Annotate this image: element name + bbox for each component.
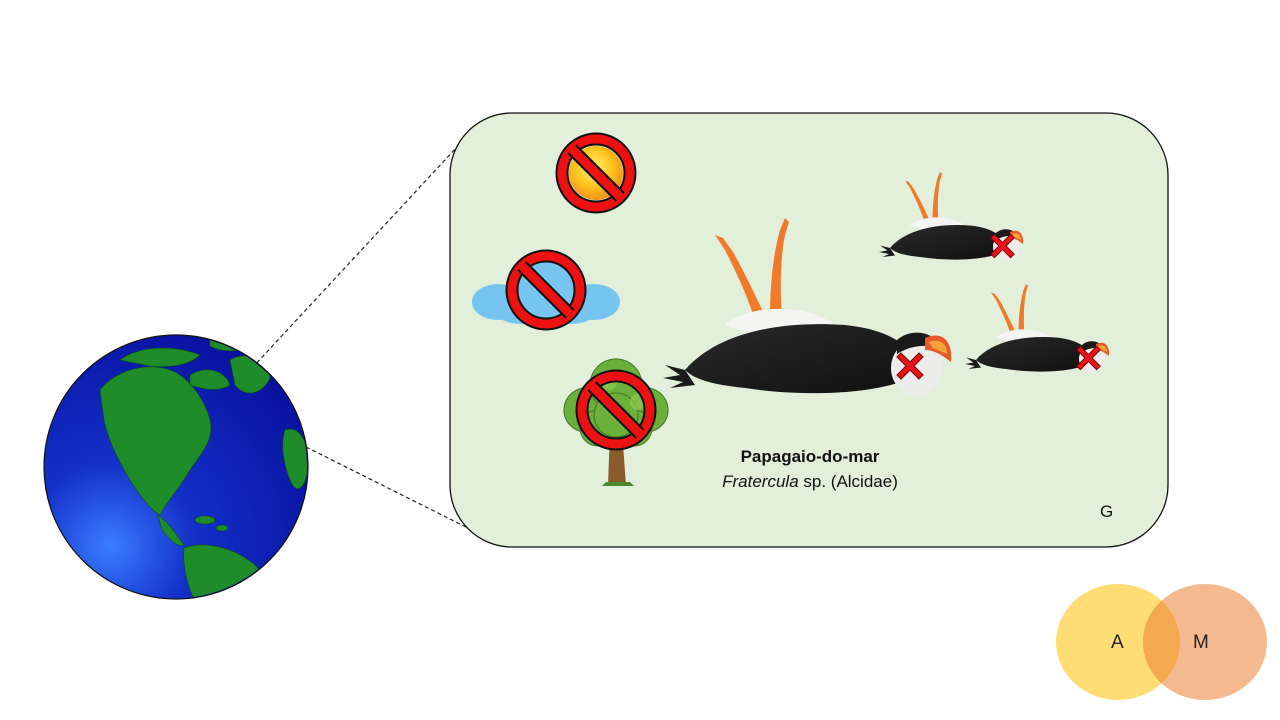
species-caption: Papagaio-do-mar Fratercula sp. (Alcidae)	[650, 444, 970, 494]
panel-letter: G	[1100, 502, 1114, 521]
species-genus: Fratercula	[722, 472, 799, 491]
zoom-line-top	[251, 132, 471, 369]
no-tree-icon	[563, 358, 669, 486]
zoom-line-bottom	[305, 446, 477, 533]
venn-diagram	[1056, 584, 1267, 700]
species-common-name: Papagaio-do-mar	[740, 447, 880, 466]
venn-circle-a	[1056, 584, 1180, 700]
no-cloud-icon	[472, 256, 620, 324]
species-scientific-name: Fratercula sp. (Alcidae)	[650, 469, 970, 494]
venn-label-m: M	[1193, 632, 1209, 653]
no-sun-icon	[556, 133, 636, 213]
venn-circle-m	[1143, 584, 1267, 700]
species-family: sp. (Alcidae)	[798, 472, 898, 491]
venn-label-a: A	[1111, 632, 1124, 653]
earth-globe-icon	[43, 334, 309, 600]
